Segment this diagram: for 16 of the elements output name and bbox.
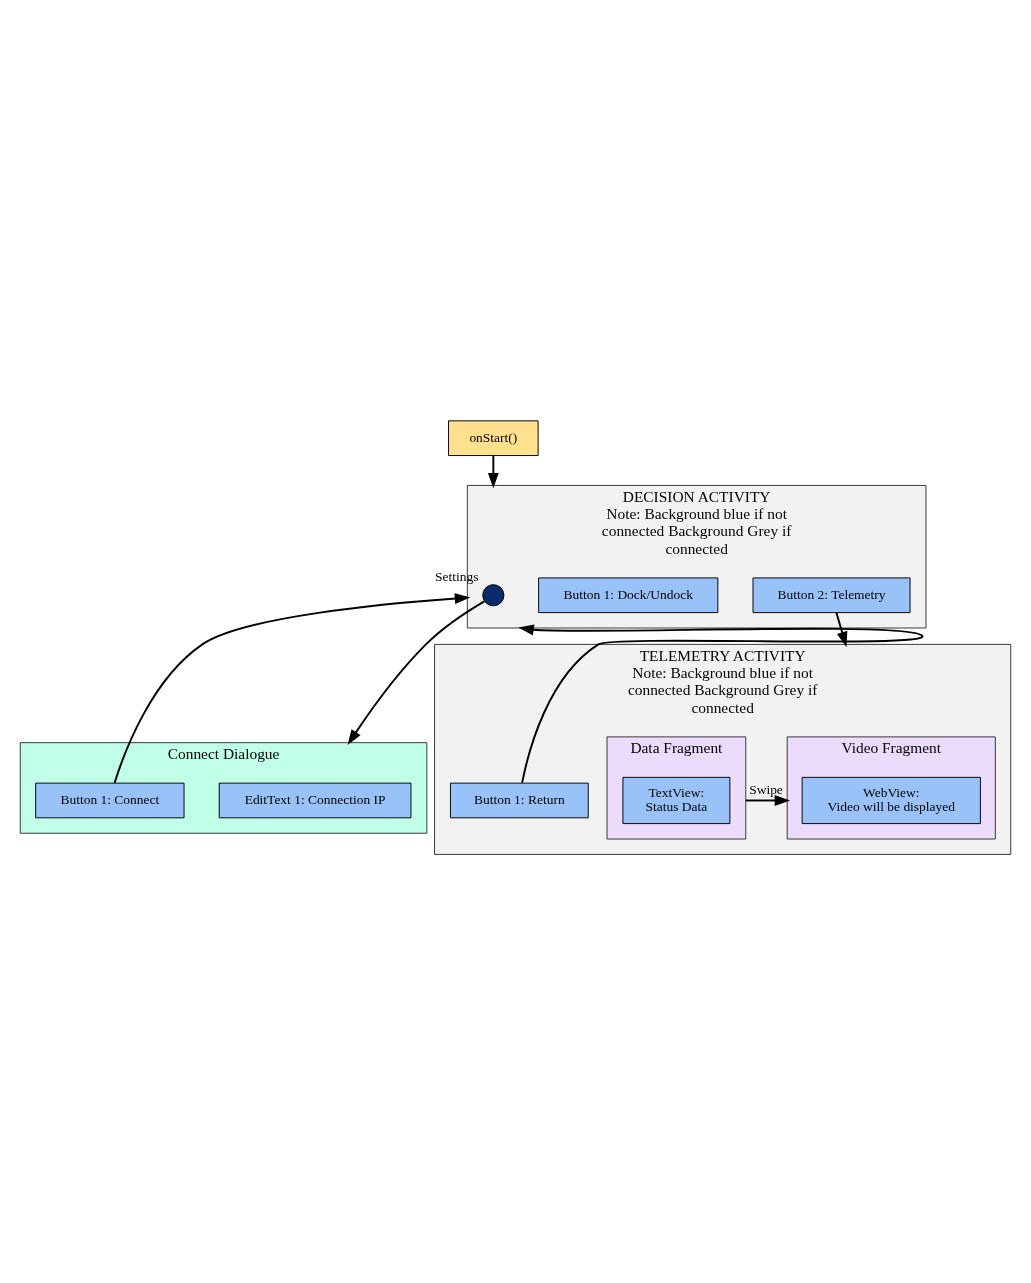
arrow: [835, 611, 848, 648]
node-box: EditText 1: Connection IP: [218, 782, 412, 819]
arrow: [113, 593, 471, 784]
node-box: Button 1: Connect: [35, 782, 185, 819]
node-box: WebView: Video will be displayed: [801, 776, 981, 825]
node-circle: [482, 584, 505, 607]
edge-label: Swipe: [749, 781, 783, 797]
node-box: Button 1: Return: [449, 782, 589, 819]
arrow: [744, 795, 791, 806]
node-box: onStart(): [448, 420, 539, 457]
arrow: [518, 624, 924, 784]
node-box: TextView: Status Data: [622, 776, 731, 825]
node-box: Button 1: Dock/Undock: [538, 577, 719, 614]
arrow: [487, 454, 499, 489]
arrow: [347, 600, 486, 746]
node-box: Button 2: Telemetry: [752, 577, 911, 614]
